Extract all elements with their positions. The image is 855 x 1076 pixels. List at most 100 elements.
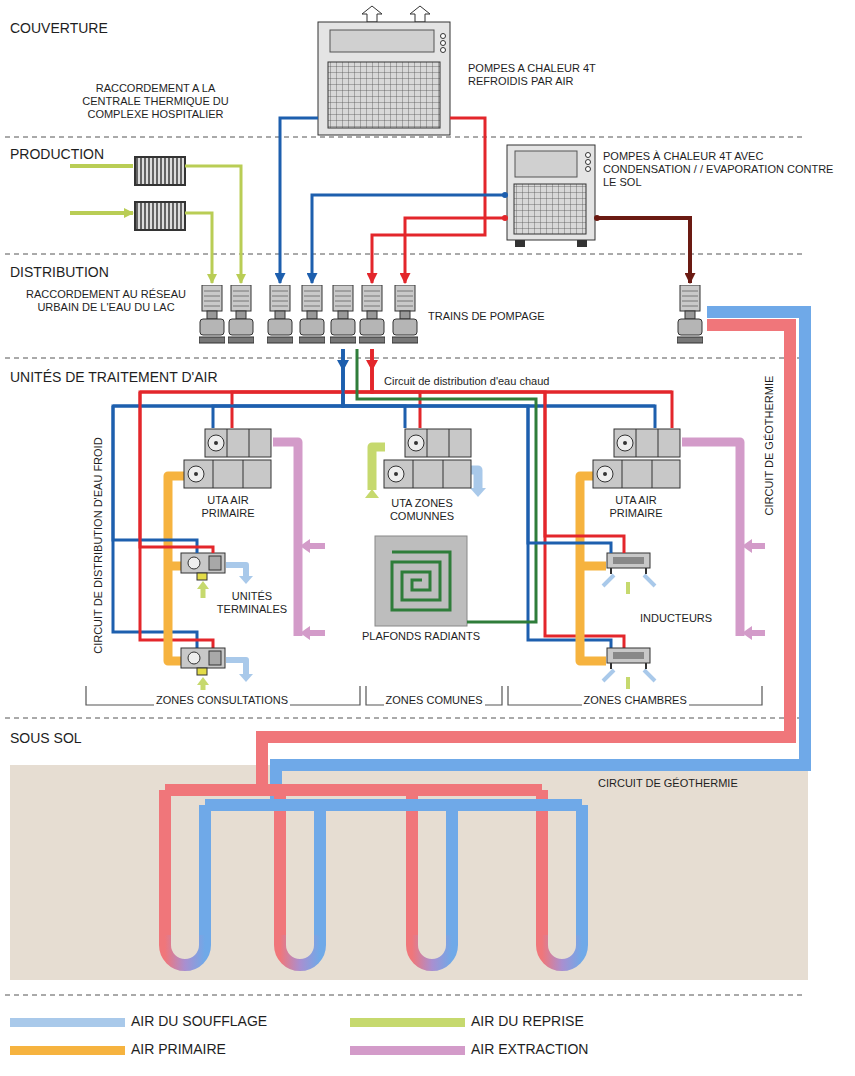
equipment-node: INDUCTEURS [605,553,652,578]
equipment-symbols-part [607,553,650,574]
annotation-label: Circuit de distribution d'eau chaud [382,375,551,388]
pipe-connector [405,218,505,283]
equipment-symbols-part [181,648,225,675]
geothermal-circuit-part [542,935,582,965]
pipe-connector [343,349,655,428]
pump-symbols-part [299,285,325,343]
vertical-circuit-label: CIRCUIT DE DISTRIBUTION D'EAU FROID [92,435,105,655]
geothermal-heat-pump-part [507,145,595,240]
air-cooled-heat-pump-part [441,34,446,39]
geothermal-circuit-part [165,935,205,965]
heat-exchangers [70,157,185,230]
equipment-symbols [181,429,680,675]
geothermal-circuit-part [412,935,452,965]
equipment-symbols-part [593,429,680,488]
annotation-label: ZONES CHAMBRES [582,694,689,707]
air-cooled-heat-pump-part [328,62,440,128]
equipment-label: POMPES À CHALEUR 4T AVEC CONDENSATION / … [603,150,843,190]
air-ducts-part [226,565,246,674]
air-ducts-part [750,546,765,633]
pipe-connector [185,166,241,283]
geothermal-circuit-part [280,935,320,965]
geothermal-heat-pump-part [586,153,591,158]
annotation-label: PRODUCTION [8,146,106,163]
equipment-label: INDUCTEURS [640,612,730,625]
heat-exchangers-part [70,166,133,213]
equipment-label: TRAINS DE POMPAGE [428,310,558,323]
equipment-node: UTA AIR PRIMAIRE [592,428,682,490]
geothermal-feed-pipe [597,218,690,283]
radiant-ceiling [375,536,467,626]
equipment-symbols-part [184,429,271,488]
distribution-pipes-part [140,392,672,648]
air-ducts-part [580,476,606,661]
heat-exchangers-part [135,202,185,230]
pipe-connector [312,195,505,283]
legend-text: AIR PRIMAIRE [131,1041,226,1058]
air-ducts-part [239,674,253,682]
pipe-connector [357,349,536,622]
air-cooled-heat-pump-part [441,48,446,53]
pump-symbols-part [199,285,225,343]
air-cooled-heat-pump-part [441,41,446,46]
pump-symbols-part [330,285,356,343]
geothermal-heat-pump [502,145,600,247]
annotation-label: RACCORDEMENT AU RÉSEAU URBAIN DE L'EAU D… [18,288,194,314]
annotation-label: DISTRIBUTION [8,264,111,281]
pump-symbols-part [359,285,385,343]
ground [10,765,808,980]
pipe-connector [185,213,212,283]
geothermal-circuit [165,312,805,965]
distribution-pipes-part [113,406,655,648]
air-ducts-part [308,546,325,633]
radiant-ceiling-part [392,552,450,610]
pipe-connector [372,349,672,428]
distribution-pipes [113,392,672,648]
air-cooled-heat-pump-part [330,30,434,52]
equipment-node: RACCORDEMENT A LA CENTRALE THERMIQUE DU … [135,157,185,230]
pipe-connector [372,349,420,428]
annotation-label: ZONES COMUNES [384,694,485,707]
air-ducts-part [197,581,209,589]
equipment-node: UTA AIR PRIMAIRE [183,428,273,490]
geothermal-feed-pipe-part [597,218,690,283]
legend-swatch [10,1046,125,1055]
annotation-label: UNITÉS DE TRAITEMENT D'AIR [8,369,220,386]
equipment-node: POMPES A CHALEUR 4T REFROIDIS PAR AIR [318,14,450,135]
legend-text: AIR DU REPRISE [471,1013,584,1030]
geothermal-heat-pump-part [515,151,577,177]
section-dividers [5,137,805,995]
annotation-label: CIRCUIT DE GÉOTHERMIE [596,777,740,790]
equipment-node: PLAFONDS RADIANTS [375,536,467,626]
geothermal-circuit-part [205,805,582,935]
equipment-label: UTA ZONES COMUNNES [377,497,467,523]
equipment-label: UTA AIR PRIMAIRE [180,494,276,520]
air-ducts-part [197,677,209,685]
air-ducts-part [742,626,752,640]
geothermal-heat-pump-part [586,160,591,165]
air-ducts-part [470,488,486,497]
geothermal-circuit-part [276,312,805,805]
geothermal-heat-pump-part [514,184,586,234]
equipment-symbols-part [384,429,471,488]
equipment-label: UNITÉS TERMINALES [214,590,290,616]
geothermal-heat-pump-part [577,240,587,247]
pump-symbols-part [267,285,293,343]
air-ducts-part [365,489,379,498]
equipment-label: UTA AIR PRIMAIRE [588,494,684,520]
air-cooled-heat-pump [318,6,450,135]
air-ducts-part [239,576,253,584]
air-ducts-part [300,626,310,640]
pump-symbols [199,285,703,343]
pump-symbols-part [677,285,703,343]
equipment-node: POMPES À CHALEUR 4T AVEC CONDENSATION / … [505,143,597,248]
legend-swatch [350,1018,465,1027]
ground-part [10,765,808,980]
pipe-connector [343,349,611,553]
geothermal-circuit-part [165,790,542,935]
air-ducts-part [626,582,630,689]
vertical-circuit-label: CIRCUIT DE GÉOTHERMIE [763,373,776,517]
geothermal-circuit-part [262,325,790,790]
radiant-ceiling-part [375,536,467,626]
pipe-connector [372,118,485,283]
